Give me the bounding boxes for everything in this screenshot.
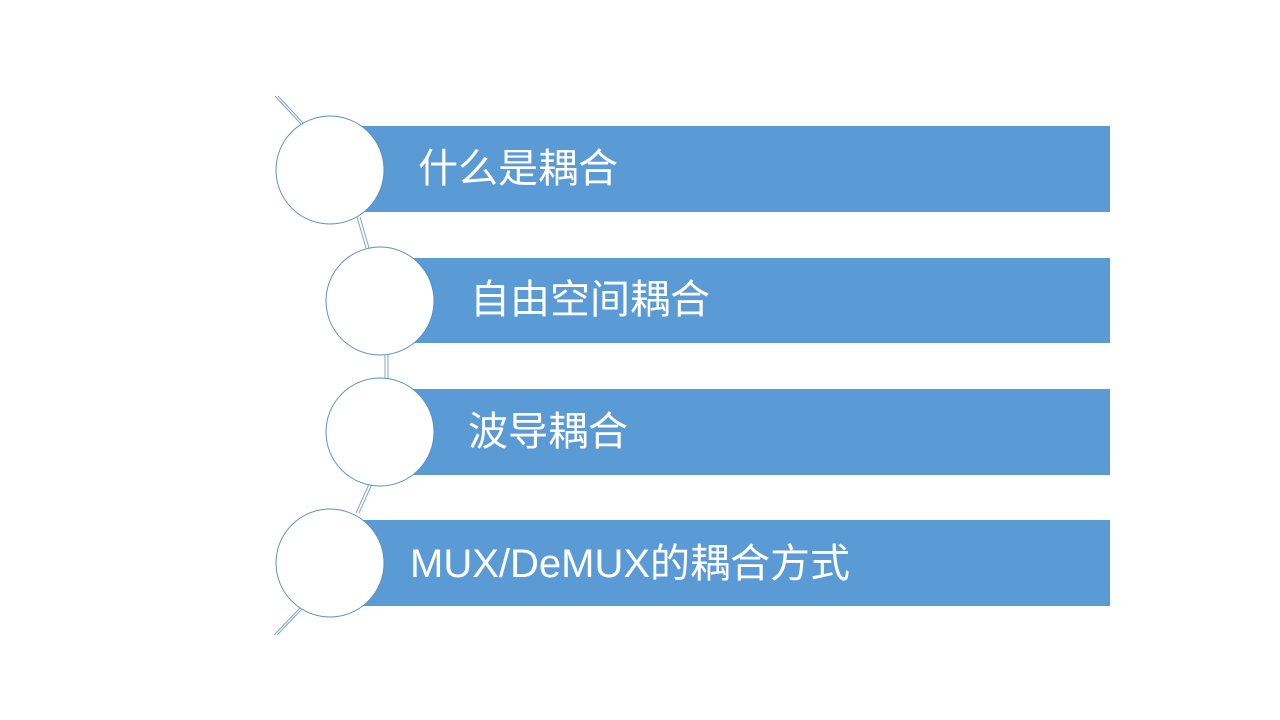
item-bar-1: 什么是耦合 xyxy=(330,126,1110,212)
item-circle-3 xyxy=(325,377,435,487)
item-bar-2: 自由空间耦合 xyxy=(380,258,1110,343)
item-label-1: 什么是耦合 xyxy=(418,146,618,192)
item-label-4: MUX/DeMUX的耦合方式 xyxy=(410,542,851,586)
item-circle-1 xyxy=(275,115,385,225)
item-label-2: 自由空间耦合 xyxy=(470,277,710,323)
item-circle-4 xyxy=(275,508,385,618)
item-circle-2 xyxy=(325,246,435,356)
item-label-3: 波导耦合 xyxy=(468,409,628,455)
item-bar-3: 波导耦合 xyxy=(380,389,1110,475)
item-bar-4: MUX/DeMUX的耦合方式 xyxy=(330,520,1110,606)
